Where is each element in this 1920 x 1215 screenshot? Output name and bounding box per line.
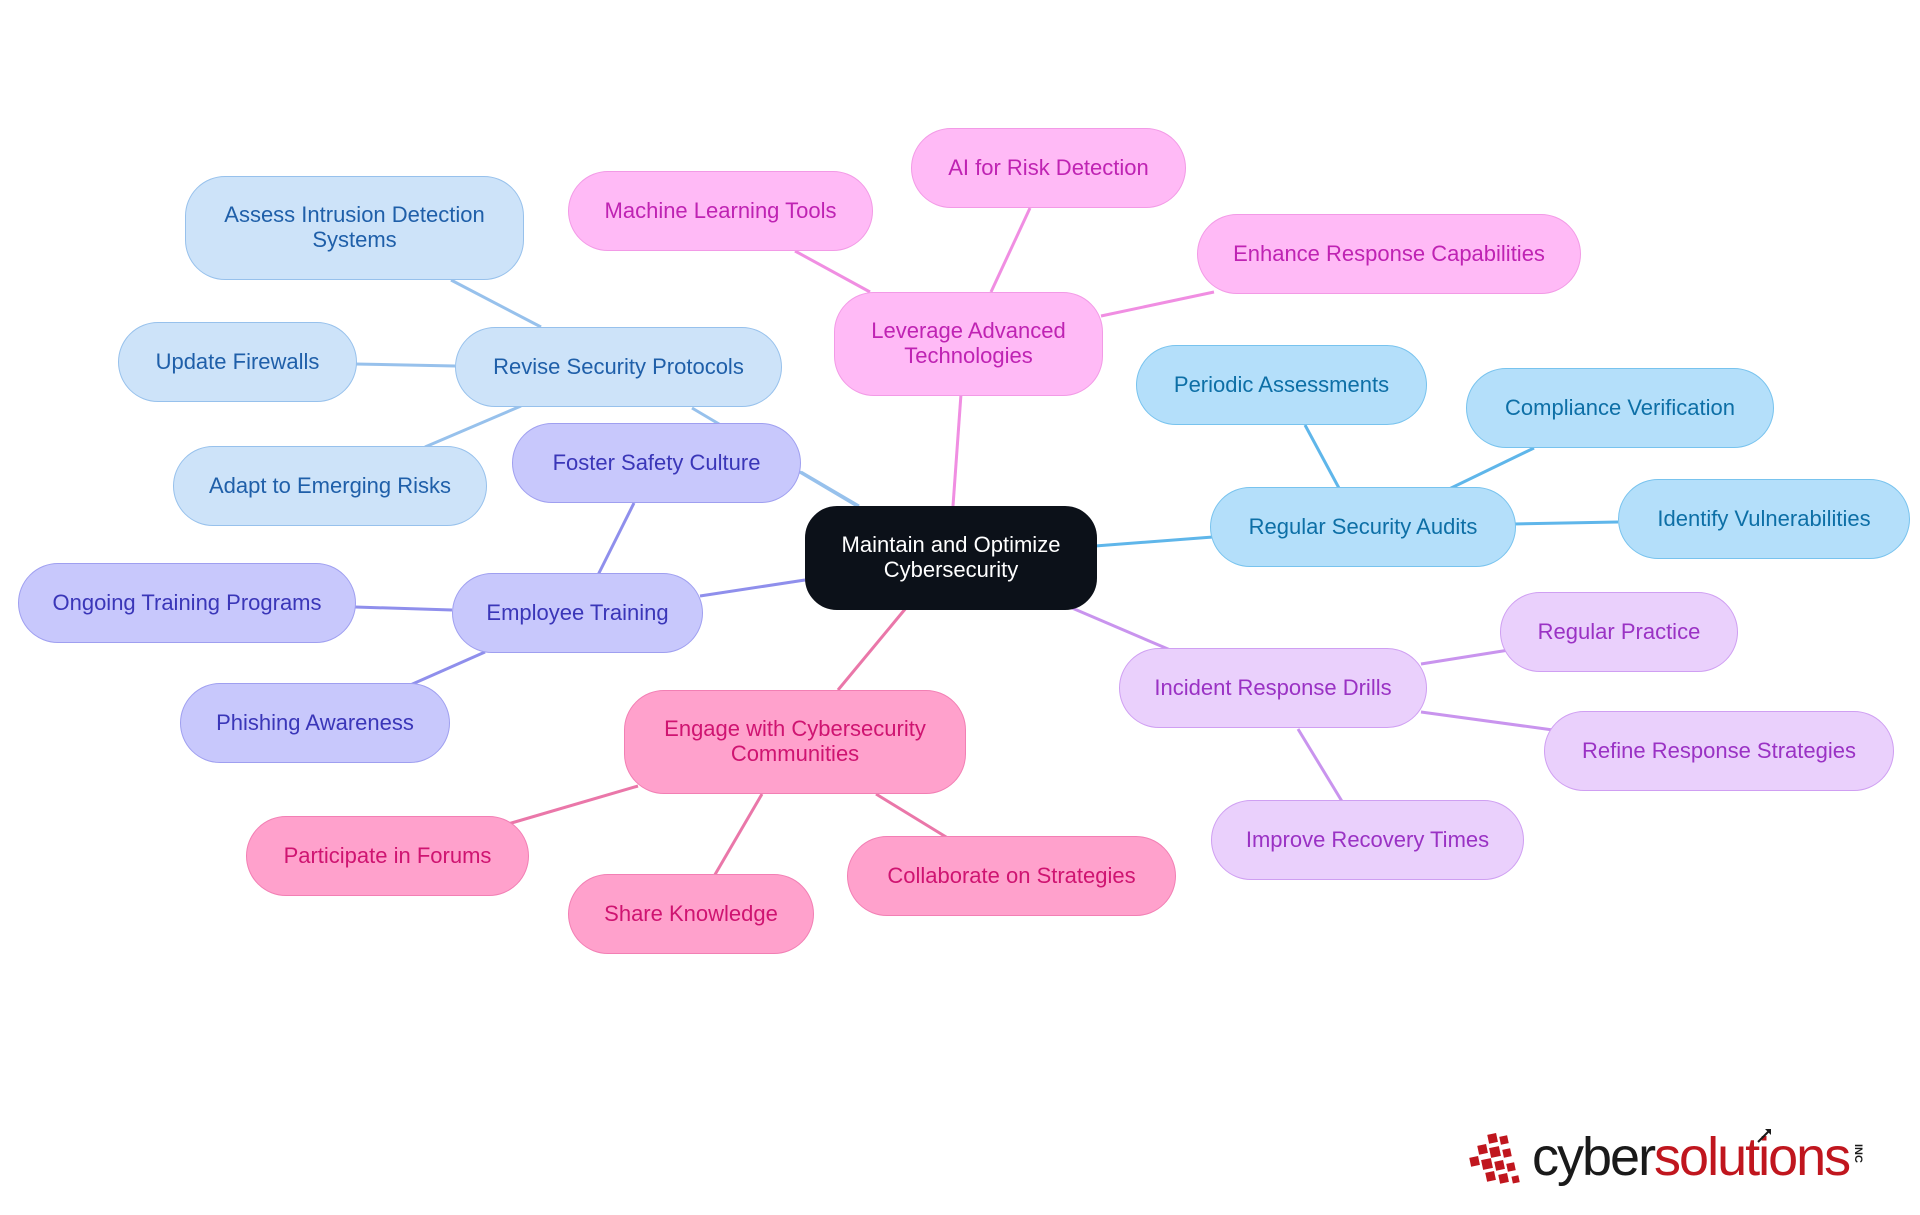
node-engage-cybersecurity-communities[interactable]: Engage with Cybersecurity Communities (624, 690, 966, 794)
node-adapt-emerging-risks[interactable]: Adapt to Emerging Risks (173, 446, 487, 526)
node-label: Update Firewalls (155, 348, 320, 374)
node-label: Assess Intrusion Detection Systems (224, 202, 485, 252)
node-label: Regular Security Audits (1248, 513, 1478, 539)
node-label: Identify Vulnerabilities (1657, 505, 1871, 531)
node-incident-response-drills[interactable]: Incident Response Drills (1119, 648, 1427, 728)
node-compliance-verification[interactable]: Compliance Verification (1466, 368, 1774, 448)
node-label: Foster Safety Culture (552, 449, 761, 475)
node-periodic-assessments[interactable]: Periodic Assessments (1136, 345, 1427, 425)
link-drills-practice (1420, 648, 1510, 666)
root-label: Maintain and Optimize Cybersecurity (841, 532, 1061, 582)
node-ongoing-training-programs[interactable]: Ongoing Training Programs (18, 563, 356, 643)
node-label: Employee Training (486, 599, 669, 625)
node-foster-safety-culture[interactable]: Foster Safety Culture (512, 423, 801, 503)
node-label: AI for Risk Detection (948, 154, 1149, 180)
link-tech-ai (989, 207, 1032, 293)
link-training-ongoing (354, 605, 453, 612)
node-revise-security-protocols[interactable]: Revise Security Protocols (455, 327, 782, 407)
link-protocols-risks (424, 404, 522, 449)
link-comm-forums (507, 784, 639, 826)
link-audits-periodic (1303, 424, 1342, 491)
link-culture-root (800, 470, 860, 508)
node-label: Enhance Response Capabilities (1233, 240, 1545, 266)
link-protocols-ids (450, 278, 542, 329)
link-comm-collab (875, 792, 952, 842)
node-label: Machine Learning Tools (604, 197, 837, 223)
cybersolutions-logo: cybersolutions INC (1468, 1122, 1868, 1192)
node-phishing-awareness[interactable]: Phishing Awareness (180, 683, 450, 763)
link-root-audits (1094, 535, 1214, 548)
node-identify-vulnerabilities[interactable]: Identify Vulnerabilities (1618, 479, 1910, 559)
node-label: Engage with Cybersecurity Communities (664, 716, 926, 766)
node-participate-forums[interactable]: Participate in Forums (246, 816, 529, 896)
node-regular-security-audits[interactable]: Regular Security Audits (1210, 487, 1516, 567)
node-label: Revise Security Protocols (493, 353, 744, 379)
link-root-tech (951, 393, 963, 507)
node-label: Share Knowledge (604, 900, 778, 926)
link-comm-share (711, 793, 764, 879)
node-label: Phishing Awareness (216, 709, 414, 735)
node-employee-training[interactable]: Employee Training (452, 573, 703, 653)
node-refine-response-strategies[interactable]: Refine Response Strategies (1544, 711, 1894, 791)
logo-wordmark: cybersolutions (1532, 1127, 1851, 1187)
node-label: Participate in Forums (283, 842, 492, 868)
root-node[interactable]: Maintain and Optimize Cybersecurity (805, 506, 1097, 610)
link-audits-vulns (1512, 520, 1619, 526)
link-protocols-firewalls (354, 362, 456, 368)
node-improve-recovery-times[interactable]: Improve Recovery Times (1211, 800, 1524, 880)
node-machine-learning-tools[interactable]: Machine Learning Tools (568, 171, 873, 251)
node-regular-practice[interactable]: Regular Practice (1500, 592, 1738, 672)
logo-arrow-icon (1757, 1129, 1771, 1143)
link-tech-ml (794, 249, 871, 294)
link-drills-recovery (1296, 728, 1345, 804)
link-root-drills (1071, 606, 1176, 654)
node-label: Ongoing Training Programs (52, 589, 322, 615)
logo-inc-suffix: INC (1852, 1144, 1864, 1163)
node-label: Refine Response Strategies (1582, 737, 1856, 763)
node-label: Regular Practice (1537, 618, 1701, 644)
node-label: Incident Response Drills (1154, 674, 1392, 700)
link-root-communities (836, 607, 908, 691)
node-ai-risk-detection[interactable]: AI for Risk Detection (911, 128, 1186, 208)
logo-cubes-icon (1469, 1133, 1520, 1184)
link-training-culture (596, 502, 636, 576)
node-assess-intrusion-detection[interactable]: Assess Intrusion Detection Systems (185, 176, 524, 280)
node-share-knowledge[interactable]: Share Knowledge (568, 874, 814, 954)
link-drills-refine (1420, 710, 1554, 732)
node-label: Improve Recovery Times (1245, 826, 1490, 852)
node-collaborate-strategies[interactable]: Collaborate on Strategies (847, 836, 1176, 916)
link-audits-compliance (1446, 446, 1535, 492)
node-label: Adapt to Emerging Risks (208, 472, 452, 498)
link-training-phishing (407, 650, 486, 688)
node-label: Periodic Assessments (1173, 371, 1390, 397)
link-root-training (699, 578, 806, 598)
node-label: Compliance Verification (1505, 394, 1735, 420)
node-label: Leverage Advanced Technologies (871, 318, 1066, 368)
node-enhance-response-capabilities[interactable]: Enhance Response Capabilities (1197, 214, 1581, 294)
node-label: Collaborate on Strategies (887, 862, 1136, 888)
node-update-firewalls[interactable]: Update Firewalls (118, 322, 357, 402)
link-tech-response (1100, 290, 1215, 318)
node-leverage-advanced-technologies[interactable]: Leverage Advanced Technologies (834, 292, 1103, 396)
